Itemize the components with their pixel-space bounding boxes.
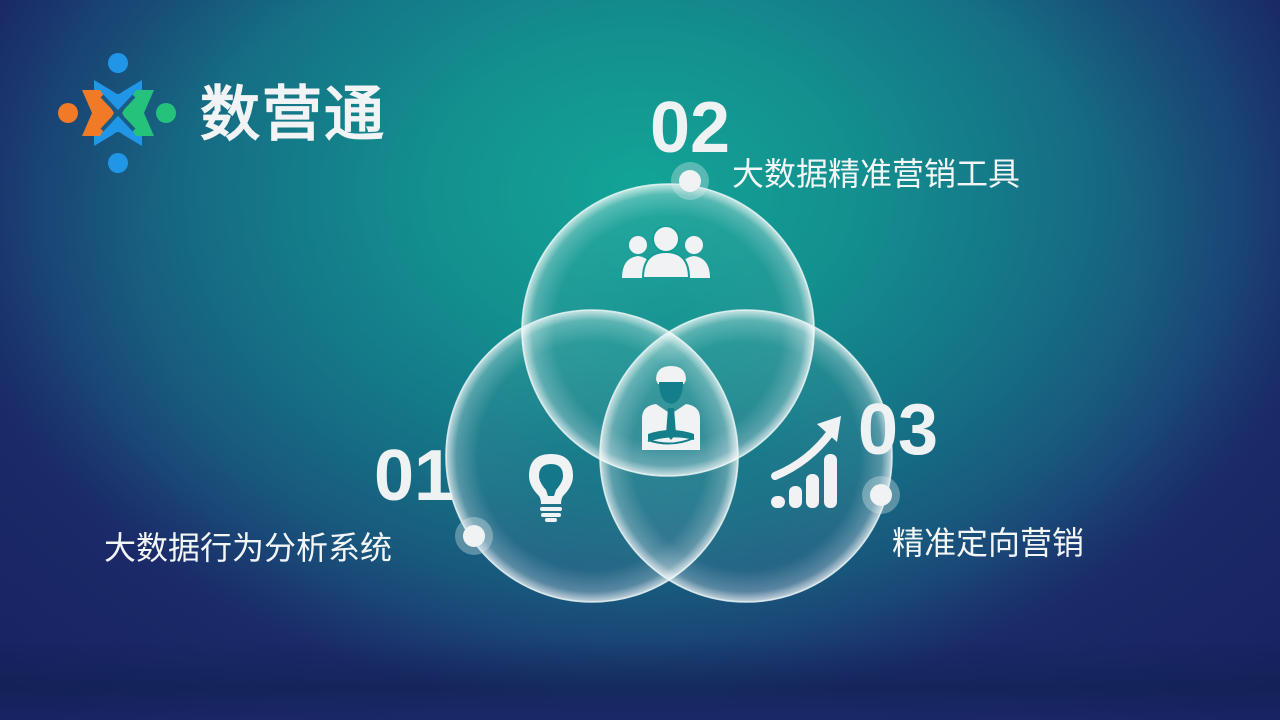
brand-logo-icon — [58, 53, 176, 173]
group-users-icon — [622, 226, 710, 278]
item-03-label: 精准定向营销 — [892, 524, 1085, 562]
item-02-label: 大数据精准营销工具 — [732, 155, 1021, 193]
item-03-marker — [862, 476, 900, 514]
brand-name: 数营通 — [200, 80, 386, 150]
item-01-number: 01 — [374, 436, 455, 516]
item-03-number: 03 — [858, 390, 939, 470]
item-02-marker — [671, 162, 709, 200]
item-02-number: 02 — [650, 88, 731, 168]
item-01-label: 大数据行为分析系统 — [104, 529, 393, 567]
lightbulb-icon — [529, 454, 573, 522]
businessman-icon — [642, 366, 700, 450]
item-01-marker — [455, 517, 493, 555]
venn-circle-right — [599, 309, 893, 603]
growth-chart-icon — [771, 416, 841, 508]
